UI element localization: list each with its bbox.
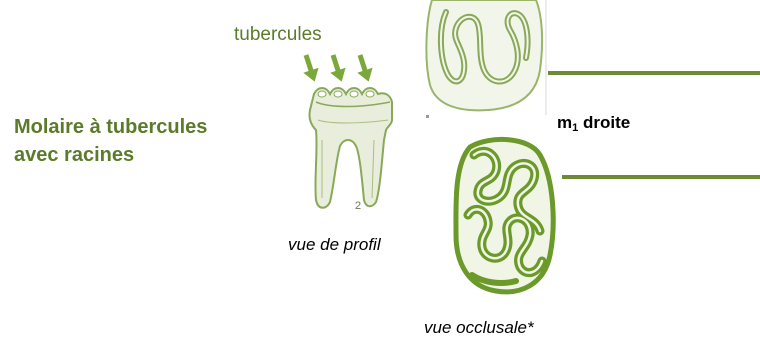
molar-profile-drawing [300, 80, 410, 220]
profile-view-label: vue de profil [288, 235, 381, 255]
tubercules-label: tubercules [234, 24, 322, 46]
occlusal-view-drawing [450, 135, 560, 300]
occlusal-sketch-top [418, 0, 548, 115]
title-line-2: avec racines [14, 141, 207, 169]
pointer-line-top [548, 71, 760, 75]
m1-rest: droite [578, 113, 630, 132]
title-line-1: Molaire à tubercules [14, 113, 207, 141]
m1-right-label: m1 droite [557, 113, 630, 134]
pointer-line-bottom [562, 175, 760, 179]
m1-main: m [557, 113, 572, 132]
figure-number: 2 [355, 200, 361, 212]
diagram-title: Molaire à tubercules avec racines [14, 113, 207, 169]
occlusal-view-label: vue occlusale* [424, 318, 534, 338]
